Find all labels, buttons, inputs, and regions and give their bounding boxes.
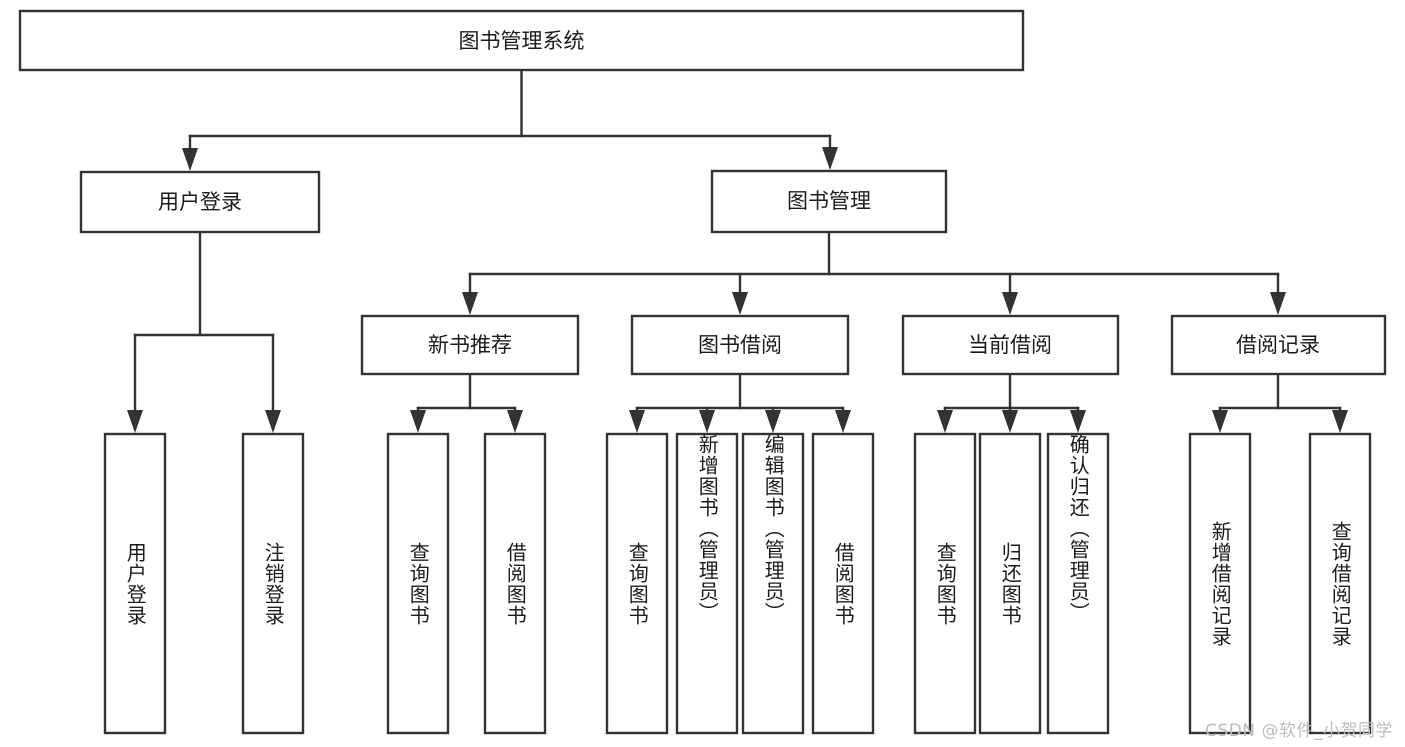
leaf-box-add-borrow-record[interactable]	[1188, 432, 1252, 735]
leaf-box-logout[interactable]	[241, 432, 305, 735]
node-user-login[interactable]: 用户登录	[79, 170, 321, 234]
node-new-book-recommend-box	[360, 314, 580, 376]
leaf-box-confirm-return-admin[interactable]	[1046, 432, 1110, 735]
leaf-boxes	[103, 432, 1372, 735]
node-book-borrow[interactable]: 图书借阅	[630, 314, 850, 376]
node-book-borrow-label: 图书借阅	[698, 333, 782, 357]
node-borrow-record-label: 借阅记录	[1236, 333, 1320, 357]
connector-borrow-to-leaves	[629, 372, 851, 433]
node-root-system[interactable]: 图书管理系统	[18, 9, 1025, 72]
node-current-borrow[interactable]: 当前借阅	[901, 314, 1120, 376]
node-new-book-recommend[interactable]: 新书推荐	[360, 314, 580, 376]
node-borrow-record[interactable]: 借阅记录	[1170, 314, 1387, 376]
leaf-box-return-book[interactable]	[978, 432, 1042, 735]
node-current-borrow-label: 当前借阅	[968, 333, 1052, 357]
node-book-management-box	[710, 169, 948, 234]
leaf-box-query-borrow-record[interactable]	[1308, 432, 1372, 735]
connector-current-borrow-to-leaves	[937, 372, 1086, 433]
node-book-management[interactable]: 图书管理	[710, 169, 948, 234]
node-borrow-record-box	[1170, 314, 1387, 376]
connector-new-book-to-leaves	[410, 372, 523, 433]
connector-book-mgmt-to-level3	[462, 230, 1286, 315]
leaf-box-edit-book-admin[interactable]	[741, 432, 805, 735]
node-root-system-box	[18, 9, 1025, 72]
node-new-book-recommend-label: 新书推荐	[428, 333, 512, 357]
leaf-box-query-book-current[interactable]	[913, 432, 977, 735]
node-user-login-label: 用户登录	[158, 190, 242, 214]
leaf-box-query-book-recommend[interactable]	[386, 432, 450, 735]
node-current-borrow-box	[901, 314, 1120, 376]
node-book-borrow-box	[630, 314, 850, 376]
connector-root-to-level2	[182, 68, 838, 171]
watermark-text: CSDN @软件_小贺同学	[1205, 721, 1393, 741]
connector-borrow-record-to-leaves	[1212, 372, 1348, 433]
leaf-box-borrow-book[interactable]	[811, 432, 875, 735]
connector-user-login-to-leaves	[127, 230, 281, 433]
node-user-login-box	[79, 170, 321, 234]
node-root-system-label: 图书管理系统	[459, 29, 585, 53]
leaf-box-query-book-borrow[interactable]	[605, 432, 669, 735]
leaf-box-user-login[interactable]	[103, 432, 167, 735]
node-book-management-label: 图书管理	[787, 189, 871, 213]
leaf-box-add-book-admin[interactable]	[675, 432, 739, 735]
leaf-box-borrow-book-recommend[interactable]	[483, 432, 547, 735]
